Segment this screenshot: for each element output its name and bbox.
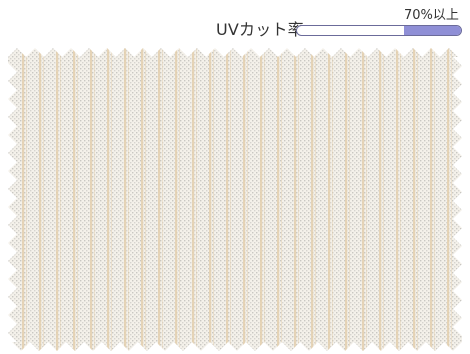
fabric-stripe <box>22 48 25 351</box>
fabric-stripe <box>158 48 161 351</box>
uv-cut-rate-meter <box>296 25 462 36</box>
fabric-swatch-image <box>8 48 462 351</box>
fabric-stripe-fine <box>43 48 44 351</box>
fabric-stripe-fine <box>145 48 146 351</box>
fabric-stripe-fine <box>298 48 299 351</box>
fabric-stripe-fine <box>400 48 401 351</box>
fabric-stripe-fine <box>332 48 333 351</box>
fabric-stripe-fine <box>366 48 367 351</box>
fabric-stripe-fine <box>349 48 350 351</box>
fabric-stripe <box>294 48 297 351</box>
fabric-stripe <box>413 48 416 351</box>
fabric-stripe <box>430 48 433 351</box>
fabric-stripe <box>192 48 195 351</box>
fabric-stripe-fine <box>60 48 61 351</box>
fabric-stripe <box>379 48 382 351</box>
fabric-stripe-fine <box>281 48 282 351</box>
fabric-stripe-fine <box>434 48 435 351</box>
uv-cut-rate-meter-fill <box>403 26 461 35</box>
fabric-stripe <box>107 48 110 351</box>
fabric-stripe <box>56 48 59 351</box>
fabric-stripe <box>141 48 144 351</box>
fabric-stripe <box>243 48 246 351</box>
fabric-stripe-fine <box>94 48 95 351</box>
fabric-stripe <box>396 48 399 351</box>
uv-cut-rate-value: 70%以上 <box>404 8 459 23</box>
fabric-stripe <box>362 48 365 351</box>
fabric-stripe-fine <box>196 48 197 351</box>
fabric-stripe-fine <box>213 48 214 351</box>
fabric-stripe <box>328 48 331 351</box>
fabric-stripe-fine <box>264 48 265 351</box>
fabric-stripe-fine <box>77 48 78 351</box>
fabric-stripe-fine <box>162 48 163 351</box>
fabric-stripe <box>226 48 229 351</box>
fabric-stripe-fine <box>230 48 231 351</box>
fabric-stripe-fine <box>111 48 112 351</box>
fabric-stripe-fine <box>451 48 452 351</box>
fabric-stripe-fine <box>179 48 180 351</box>
fabric-stripe-fine <box>26 48 27 351</box>
fabric-stripe <box>260 48 263 351</box>
fabric-stripe <box>277 48 280 351</box>
fabric-stripe-fine <box>128 48 129 351</box>
fabric-stripe <box>209 48 212 351</box>
fabric-stripe-fine <box>383 48 384 351</box>
fabric-stripe-fine <box>315 48 316 351</box>
fabric-stripe <box>175 48 178 351</box>
fabric-stripe <box>345 48 348 351</box>
fabric-stripe-fine <box>417 48 418 351</box>
fabric-stripe <box>73 48 76 351</box>
fabric-stripe <box>90 48 93 351</box>
fabric-stripe <box>447 48 450 351</box>
uv-cut-rate-label: UVカット率 <box>216 20 304 39</box>
fabric-stripe-fine <box>247 48 248 351</box>
fabric-stripe <box>124 48 127 351</box>
fabric-stripe <box>311 48 314 351</box>
fabric-stripe <box>39 48 42 351</box>
